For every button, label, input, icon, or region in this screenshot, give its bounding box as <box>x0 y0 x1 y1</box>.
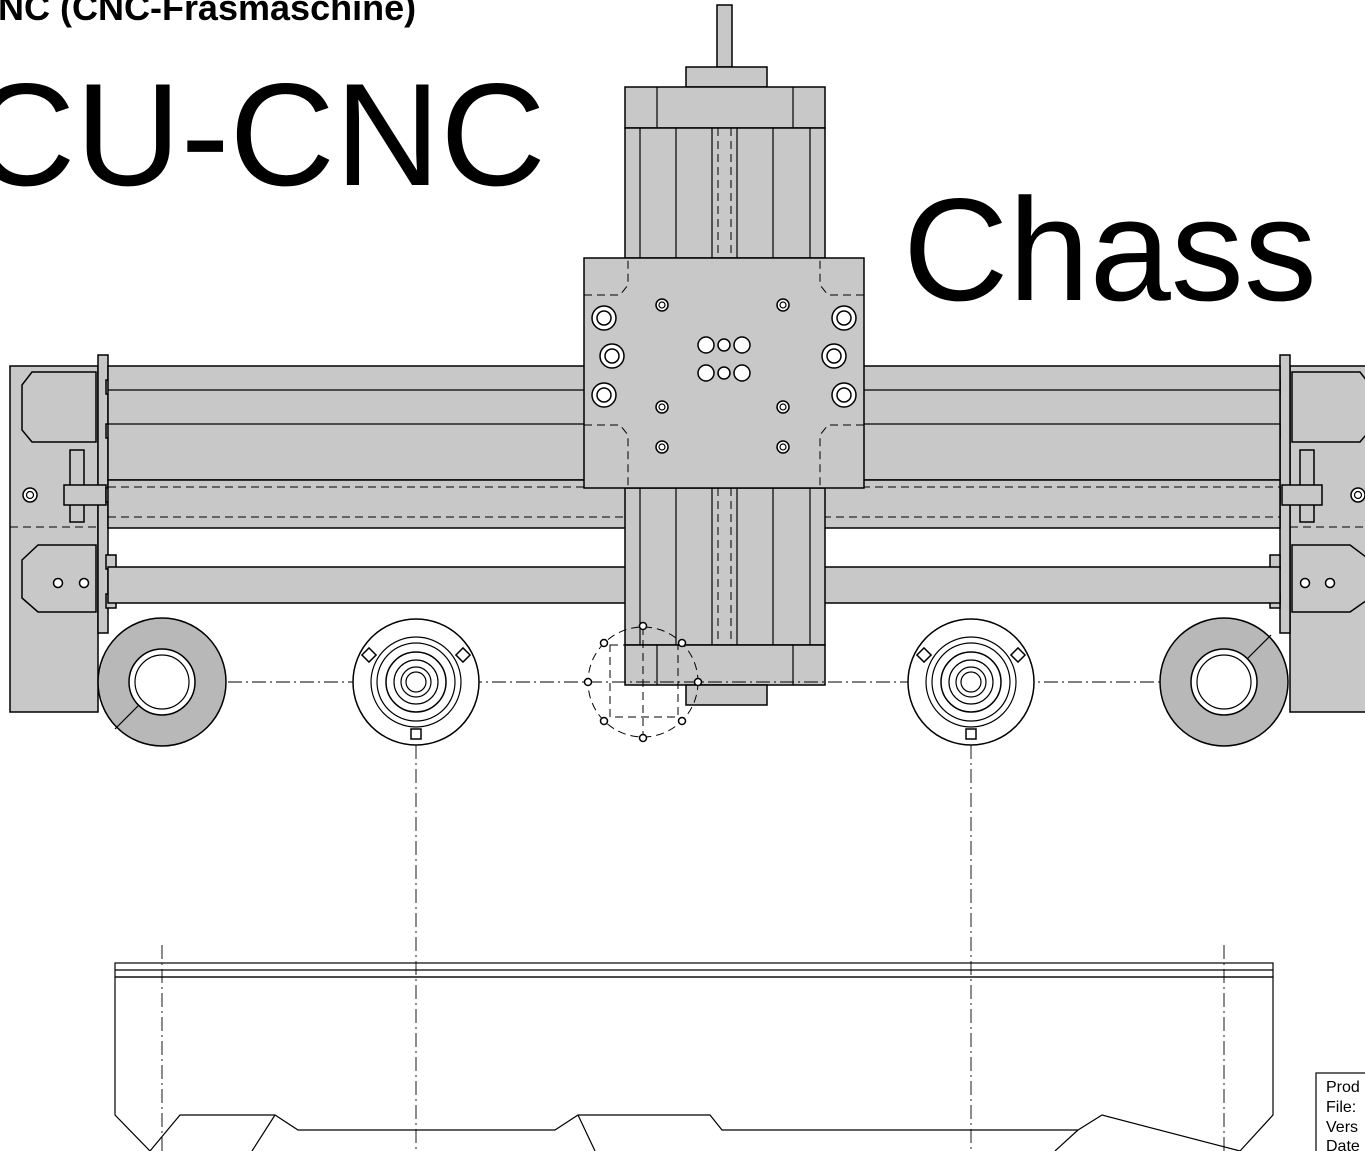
left-side-plate <box>9 354 109 713</box>
title-block-file: File: <box>1326 1099 1356 1116</box>
drawing-title: CU-CNC <box>0 53 546 216</box>
drawing-subtitle: NC (CNC-Fräsmaschine) <box>0 0 416 28</box>
right-shaft-collar <box>1159 617 1289 747</box>
title-block: Prod File: Vers Date <box>1315 1072 1365 1151</box>
z-axis-assembly <box>624 4 826 706</box>
motor-mount-hidden <box>583 621 703 743</box>
carriage-bolt-holes <box>591 298 857 454</box>
title-block-product: Prod <box>1326 1079 1360 1096</box>
flange-bearing-left <box>352 618 480 746</box>
title-block-version: Vers <box>1326 1119 1358 1136</box>
base-plate <box>114 962 1274 1151</box>
left-shaft-collar <box>97 617 227 747</box>
drawing-label-chassis: Chass <box>903 168 1317 331</box>
center-lines <box>108 681 1280 1151</box>
title-block-date: Date <box>1326 1138 1360 1151</box>
flange-bearing-right <box>907 618 1035 746</box>
right-side-plate <box>1279 354 1365 713</box>
